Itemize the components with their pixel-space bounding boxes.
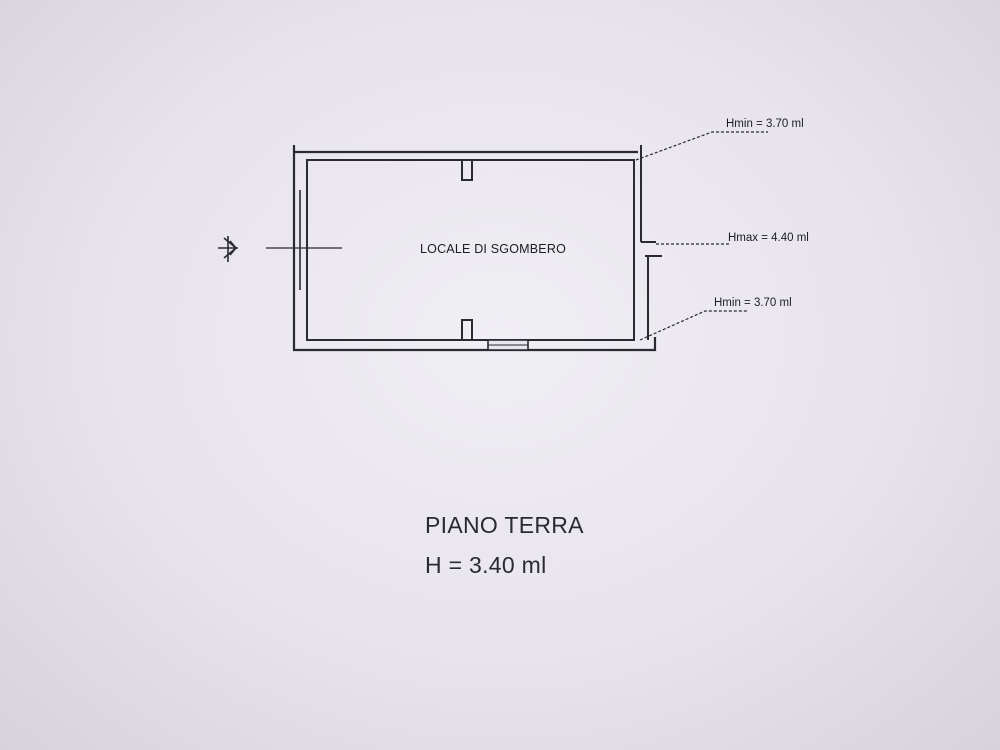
floor-title: PIANO TERRA [425,512,584,538]
annotation-hmin-bottom: Hmin = 3.70 ml [714,297,792,309]
inner-wall [306,159,635,341]
annotation-hmin-top: Hmin = 3.70 ml [726,118,804,130]
annotation-hmax: Hmax = 4.40 ml [728,232,809,244]
top-pilaster [461,160,473,181]
room-name-label: LOCALE DI SGOMBERO [420,242,566,256]
leader-top [635,131,768,161]
floor-height: H = 3.40 ml [425,552,547,578]
leader-bottom [639,310,748,341]
room-walls [292,145,662,352]
bottom-pilaster [461,319,473,340]
section-arrow-icon [218,236,238,262]
height-leaders [635,131,768,341]
section-marker [218,236,342,262]
